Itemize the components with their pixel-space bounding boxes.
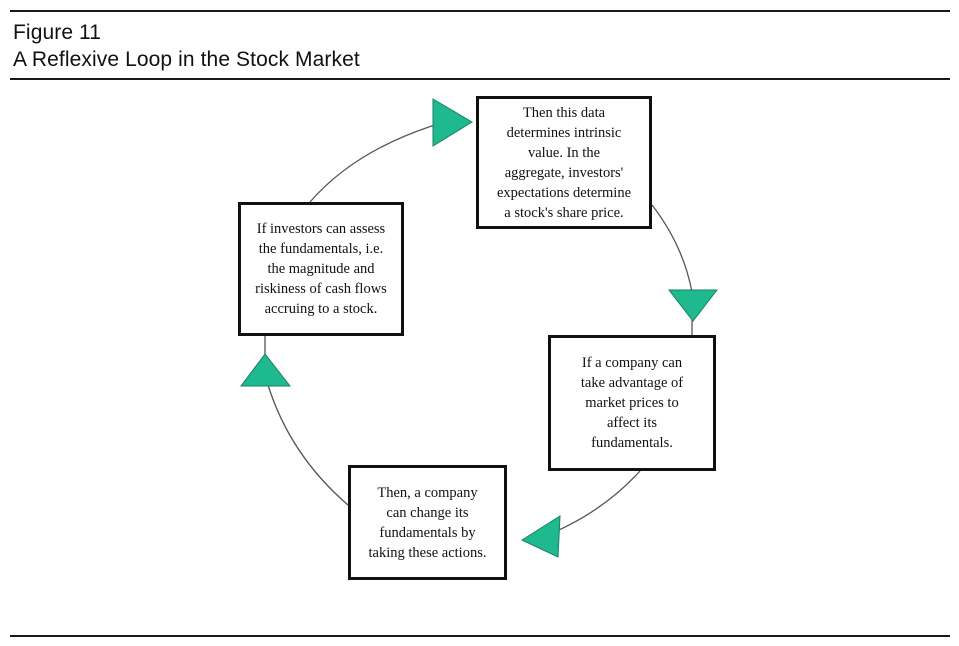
arrowhead-left [520, 515, 561, 558]
bottom-rule [10, 635, 950, 637]
node-text-line: Then this data [522, 104, 606, 121]
node-text-line: expectations determine [496, 184, 632, 201]
node-text-line: affect its [606, 415, 658, 431]
node-market-prices: If a company can take advantage of marke… [548, 335, 716, 471]
node-text-line: If a company can [581, 355, 683, 371]
connector-assess-to-intrinsic [309, 123, 439, 203]
node-assess-fundamentals: If investors can assess the fundamentals… [238, 202, 404, 336]
top-rule [10, 10, 950, 12]
node-text-line: Then, a company [377, 484, 478, 501]
node-text-line: accruing to a stock. [264, 301, 378, 317]
figure-label: Figure 11 [13, 21, 102, 44]
node-text-line: take advantage of [580, 375, 684, 391]
title-rule [10, 78, 950, 80]
arrowhead-down [667, 289, 719, 322]
node-text-line: a stock's share price. [504, 204, 624, 221]
node-text-line: value. In the [527, 144, 601, 161]
arrowhead-right [432, 98, 473, 147]
node-company-actions: Then, a company can change its fundament… [348, 465, 507, 580]
node-text-line: If investors can assess [256, 221, 386, 237]
figure-title: A Reflexive Loop in the Stock Market [13, 48, 360, 71]
node-text-line: riskiness of cash flows [255, 281, 387, 297]
node-text-line: market prices to [585, 395, 679, 411]
node-text-line: aggregate, investors' [504, 164, 624, 181]
node-text-line: can change its [386, 504, 469, 521]
node-text-line: the magnitude and [267, 261, 375, 277]
node-text-line: determines intrinsic [506, 124, 622, 141]
node-text-line: fundamentals by [379, 524, 476, 541]
connector-actions-to-assess [267, 384, 349, 506]
arrowhead-up [240, 353, 292, 387]
node-text-line: fundamentals. [591, 435, 673, 451]
node-intrinsic-value: Then this data determines intrinsic valu… [476, 96, 652, 229]
node-text-line: taking these actions. [368, 544, 487, 561]
connector-intrinsic-to-market [651, 204, 693, 293]
node-text-line: the fundamentals, i.e. [258, 241, 384, 257]
